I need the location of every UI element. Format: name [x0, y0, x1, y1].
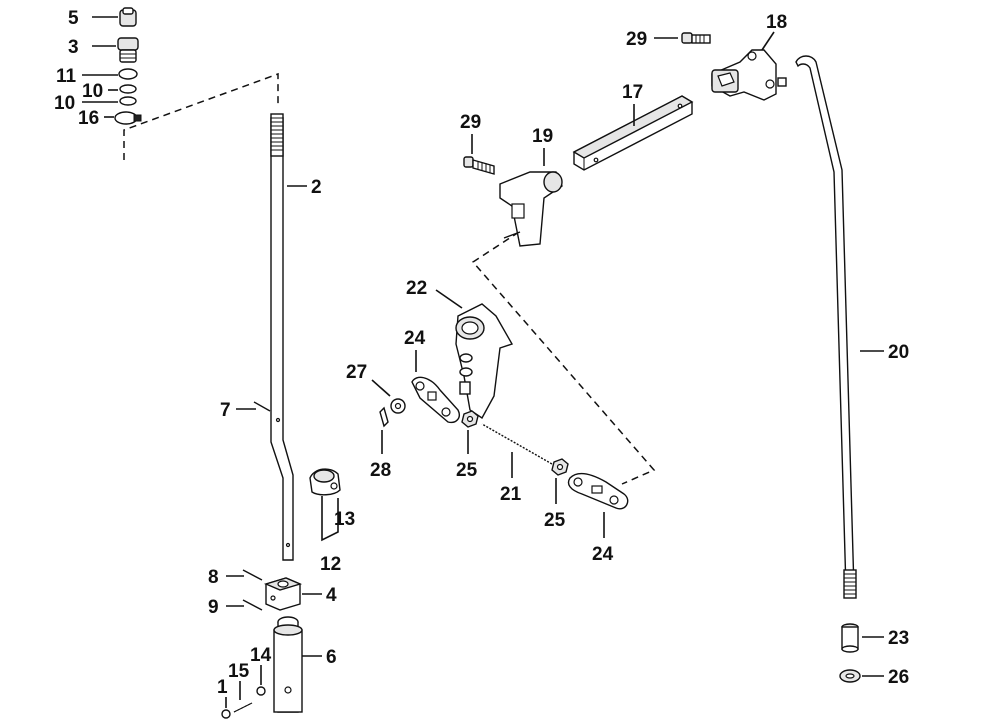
- callout-19: 19: [532, 126, 553, 147]
- part-10-o-ring-b: [119, 96, 137, 106]
- callout-15: 15: [228, 661, 250, 682]
- callout-23: 23: [888, 628, 909, 649]
- callout-16: 16: [78, 108, 99, 129]
- part-4-block: [263, 577, 303, 611]
- callout-25-right: 25: [544, 510, 566, 531]
- leader-27: [371, 379, 391, 397]
- assembly-line-top-left: [123, 72, 279, 160]
- part-19-lever: [499, 171, 563, 247]
- part-22-bracket: [455, 303, 514, 420]
- part-3-spring-plug: [117, 37, 139, 63]
- callout-25-left: 25: [456, 460, 478, 481]
- part-27-washer: [390, 398, 406, 414]
- part-16-clip: [114, 111, 142, 125]
- callout-12: 12: [320, 554, 341, 575]
- callout-7: 7: [220, 400, 231, 421]
- part-24-link-lower: [567, 472, 629, 510]
- callout-1: 1: [217, 677, 228, 698]
- callout-2: 2: [311, 177, 322, 198]
- callout-10b: 10: [54, 93, 75, 114]
- part-18-upper-lever: [711, 49, 787, 101]
- part-21-threaded-rod: [481, 422, 553, 466]
- leader-13-12: [321, 496, 339, 542]
- callout-27: 27: [346, 362, 367, 383]
- leader-22: [435, 289, 463, 309]
- callout-24-lower: 24: [592, 544, 614, 565]
- part-29-bolt-upper: [681, 32, 711, 44]
- callout-11: 11: [56, 66, 77, 87]
- part-10-o-ring-a: [119, 84, 137, 94]
- callout-6: 6: [326, 647, 337, 668]
- callout-29-middle: 29: [460, 112, 481, 133]
- part-7-pin: [253, 401, 271, 412]
- callout-24-upper: 24: [404, 328, 426, 349]
- callout-3: 3: [68, 37, 79, 58]
- part-28-cotter-pin: [379, 406, 389, 428]
- part-20-shift-rod: [795, 55, 857, 599]
- callout-17: 17: [622, 82, 643, 103]
- part-1-ball: [221, 709, 231, 719]
- part-8-pin: [242, 569, 263, 581]
- callout-4: 4: [326, 585, 337, 606]
- callout-26: 26: [888, 667, 909, 688]
- callout-20: 20: [888, 342, 909, 363]
- part-15-spring: [233, 702, 253, 713]
- part-25-nut-left: [461, 410, 479, 428]
- assembly-line-right: [471, 231, 656, 485]
- callout-21: 21: [500, 484, 522, 505]
- callout-5: 5: [68, 8, 79, 29]
- callout-22: 22: [406, 278, 427, 299]
- part-2-shift-rod: [270, 113, 294, 561]
- part-6-shift-tube: [273, 616, 303, 713]
- callout-13: 13: [334, 509, 355, 530]
- part-26-nut: [839, 669, 861, 683]
- part-5-nut: [119, 7, 137, 27]
- part-23-sleeve: [841, 623, 859, 653]
- callout-28: 28: [370, 460, 391, 481]
- part-14-ball: [256, 686, 266, 696]
- callout-9: 9: [208, 597, 219, 618]
- callout-8: 8: [208, 567, 219, 588]
- part-24-link-upper: [411, 376, 460, 424]
- part-9-pin: [242, 599, 263, 611]
- part-29-bolt-middle: [463, 156, 495, 175]
- callout-14: 14: [250, 645, 272, 666]
- leader-18: [761, 31, 775, 51]
- part-11-washer: [118, 68, 138, 80]
- callout-29-upper: 29: [626, 29, 647, 50]
- callout-10a: 10: [82, 81, 103, 102]
- part-17-shift-bar: [572, 95, 694, 171]
- callout-18: 18: [766, 12, 787, 33]
- part-13-bracket: [309, 468, 341, 496]
- part-25-nut-right: [551, 458, 569, 476]
